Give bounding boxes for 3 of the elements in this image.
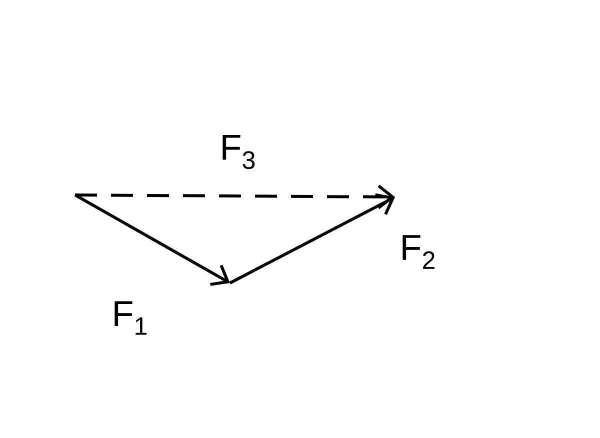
vector-label: F$_{1}$ (114, 301, 147, 335)
vector-label: F$_{3}$ (222, 134, 255, 170)
vector-label: F$_{2}$ (402, 235, 434, 269)
